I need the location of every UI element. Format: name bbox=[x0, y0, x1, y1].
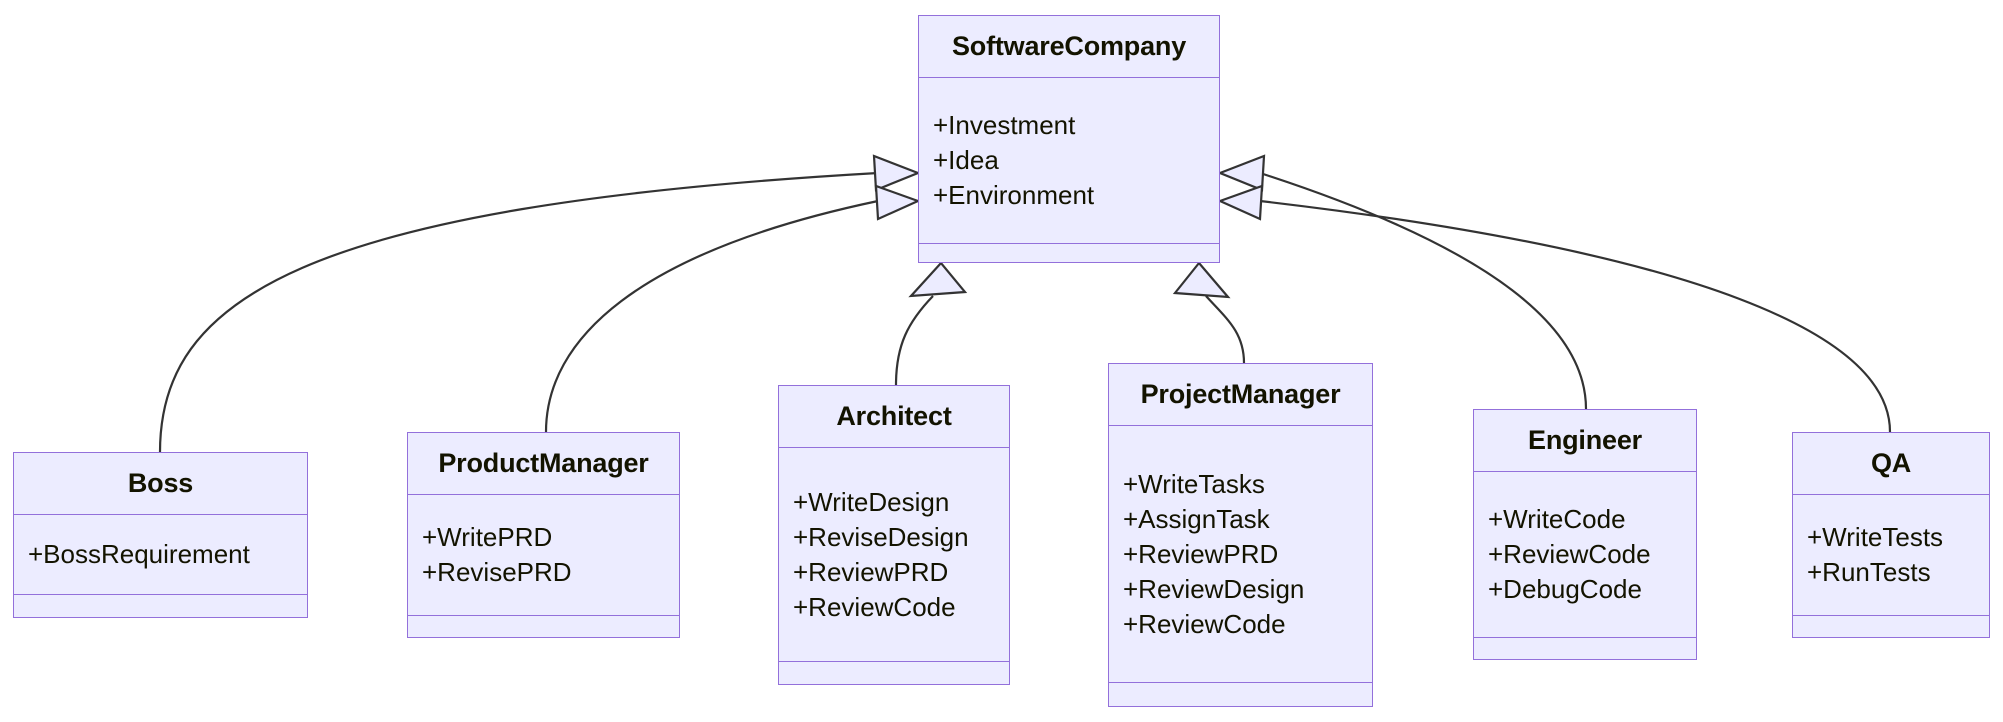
class-node-engineer[interactable]: Engineer +WriteCode +ReviewCode +DebugCo… bbox=[1473, 409, 1697, 660]
class-name: ProjectManager bbox=[1140, 379, 1341, 409]
generalization-arrowhead-architect bbox=[908, 261, 968, 298]
class-title-row: Engineer bbox=[1474, 410, 1696, 472]
generalization-arrowhead-qa bbox=[1217, 184, 1264, 221]
class-methods-section bbox=[919, 244, 1219, 262]
class-title-row: ProductManager bbox=[408, 433, 679, 495]
class-name: ProductManager bbox=[438, 448, 649, 478]
class-node-boss[interactable]: Boss +BossRequirement bbox=[13, 452, 308, 618]
class-methods-section bbox=[1474, 638, 1696, 659]
class-attributes-section: +WritePRD +RevisePRD bbox=[408, 495, 679, 616]
class-attribute: +ReviewCode bbox=[1488, 539, 1651, 569]
class-title-row: Architect bbox=[779, 386, 1009, 448]
class-node-qa[interactable]: QA +WriteTests +RunTests bbox=[1792, 432, 1990, 638]
class-attributes-section: +WriteTests +RunTests bbox=[1793, 495, 1989, 616]
class-attribute: +DebugCode bbox=[1488, 574, 1642, 604]
generalization-arrowhead-boss bbox=[872, 154, 921, 192]
class-methods-section bbox=[1109, 683, 1372, 706]
class-methods-section bbox=[14, 595, 307, 617]
class-methods-section bbox=[1793, 616, 1989, 637]
class-attributes-section: +WriteTasks +AssignTask +ReviewPRD +Revi… bbox=[1109, 426, 1372, 683]
class-node-architect[interactable]: Architect +WriteDesign +ReviseDesign +Re… bbox=[778, 385, 1010, 685]
class-attributes-section: +BossRequirement bbox=[14, 515, 307, 595]
class-attribute: +Idea bbox=[933, 144, 999, 175]
class-name: Boss bbox=[127, 468, 194, 498]
class-attribute: +WritePRD bbox=[422, 522, 553, 552]
class-attribute: +ReviewPRD bbox=[1123, 538, 1279, 569]
class-methods-section bbox=[779, 662, 1009, 684]
generalization-arrowhead-productmanager bbox=[874, 184, 921, 221]
class-attribute: +ReviewCode bbox=[1123, 608, 1286, 639]
edge-boss-to-softwarecompany bbox=[158, 171, 879, 453]
class-attribute: +BossRequirement bbox=[28, 539, 250, 569]
class-name: SoftwareCompany bbox=[951, 30, 1187, 61]
class-attribute: +ReviewCode bbox=[793, 591, 956, 622]
class-node-project-manager[interactable]: ProjectManager +WriteTasks +AssignTask +… bbox=[1108, 363, 1373, 707]
class-attributes-section: +WriteCode +ReviewCode +DebugCode bbox=[1474, 472, 1696, 638]
class-title-row: QA bbox=[1793, 433, 1989, 495]
class-name: Architect bbox=[836, 401, 952, 431]
class-attributes-section: +Investment +Idea +Environment bbox=[919, 78, 1219, 244]
class-name: Engineer bbox=[1528, 425, 1642, 455]
class-methods-section bbox=[408, 616, 679, 637]
class-attribute: +Environment bbox=[933, 179, 1095, 210]
class-attribute: +ReviewPRD bbox=[793, 556, 949, 587]
class-attribute: +RunTests bbox=[1807, 557, 1931, 587]
class-attribute: +WriteDesign bbox=[793, 486, 950, 517]
class-attribute: +ReviseDesign bbox=[793, 521, 969, 552]
edge-architect-to-softwarecompany bbox=[894, 295, 934, 386]
class-attribute: +RevisePRD bbox=[422, 557, 572, 587]
class-title-row: SoftwareCompany bbox=[919, 16, 1219, 78]
edge-projectmanager-to-softwarecompany bbox=[1205, 295, 1246, 364]
class-attribute: +WriteTasks bbox=[1123, 468, 1265, 499]
class-attribute: +WriteTests bbox=[1807, 522, 1944, 552]
class-attribute: +Investment bbox=[933, 109, 1076, 140]
class-attribute: +ReviewDesign bbox=[1123, 573, 1305, 604]
class-name: QA bbox=[1870, 448, 1912, 478]
class-node-product-manager[interactable]: ProductManager +WritePRD +RevisePRD bbox=[407, 432, 680, 638]
class-title-row: Boss bbox=[14, 453, 307, 515]
class-attribute: +WriteCode bbox=[1488, 504, 1626, 534]
class-attributes-section: +WriteDesign +ReviseDesign +ReviewPRD +R… bbox=[779, 448, 1009, 662]
class-node-software-company[interactable]: SoftwareCompany +Investment +Idea +Envir… bbox=[918, 15, 1220, 263]
generalization-arrowhead-engineer bbox=[1217, 154, 1266, 192]
class-title-row: ProjectManager bbox=[1109, 364, 1372, 426]
generalization-arrowhead-projectmanager bbox=[1172, 261, 1231, 299]
class-attribute: +AssignTask bbox=[1123, 503, 1270, 534]
